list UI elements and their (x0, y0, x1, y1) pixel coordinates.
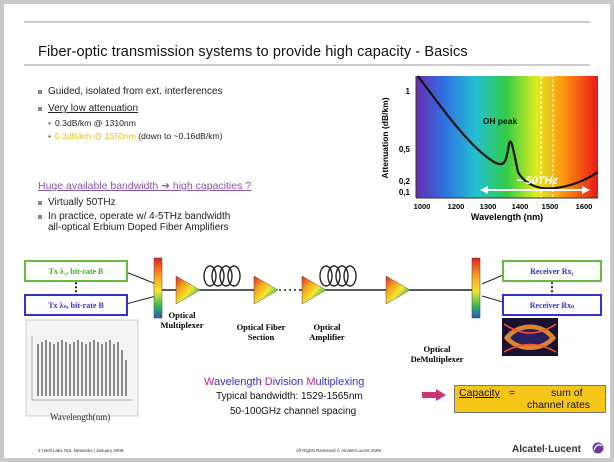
wdm-w: W (204, 376, 214, 388)
practice-line1: In practice, operate w/ 4-5THz bandwidth (48, 211, 231, 222)
oh-peak-label: OH peak (483, 116, 518, 126)
xtick-1000: 1000 (414, 202, 431, 211)
bullet-50thz: Virtually 50THz (38, 197, 358, 208)
ytick-01: 0,1 (399, 188, 411, 197)
thz-arrow-left (480, 186, 488, 194)
amp-triangle-2 (253, 275, 279, 305)
sub-bullet-1550: 0.2dB/km @ 1550nm (down to ~0.16dB/km) (48, 131, 348, 141)
tx1-line (125, 271, 157, 285)
fiber-coil-2 (319, 265, 357, 287)
demux-block (471, 257, 481, 319)
rx1-box: Receiver Rx₁ (502, 260, 602, 282)
amp-triangle-1 (175, 275, 201, 305)
txn-label: Tx λₙ, bit-rate B (48, 300, 104, 310)
capacity-label: Capacity (459, 387, 500, 399)
sub-1550-rest: (down to ~0.16dB/km) (135, 131, 223, 141)
bullet-guided: Guided, isolated from ext. interferences (38, 86, 348, 97)
ytick-1: 1 (406, 87, 411, 96)
xtick-1200: 1200 (448, 202, 465, 211)
eye-diagram-image (502, 318, 558, 356)
alcatel-lucent-logo: Alcatel·Lucent (512, 444, 581, 455)
tx1-box: Tx λ₁, bit-rate B (24, 260, 128, 282)
xaxis-label: Wavelength (nm) (471, 212, 543, 222)
rx-dots: ⋮ (546, 280, 558, 294)
slide: Fiber-optic transmission systems to prov… (4, 4, 610, 458)
amp-label-line1: Optical (313, 322, 341, 332)
slide-title: Fiber-optic transmission systems to prov… (38, 44, 468, 60)
header-rule (24, 21, 590, 23)
mux-label: Optical Multiplexer (154, 310, 210, 330)
ytick-05: 0,5 (399, 145, 411, 154)
huge-bandwidth-heading: Huge available bandwidth ➔ high capaciti… (38, 180, 252, 192)
mux-block (153, 257, 163, 319)
alcatel-lucent-icon (592, 442, 604, 454)
mux-label-line1: Optical (168, 310, 196, 320)
attenuation-curve (417, 75, 599, 190)
wdm-ultiplexing: ultiplexing (315, 376, 365, 388)
bullet-list: Guided, isolated from ext. interferences… (38, 86, 348, 146)
sub-bullet-1310: 0.3dB/km @ 1310nm (48, 118, 348, 128)
amp-triangle-3 (301, 275, 327, 305)
wdm-m: M (306, 376, 316, 388)
arrow-right-icon (422, 389, 446, 401)
sub-1550-yellow: 0.2dB/km @ 1550nm (55, 131, 136, 141)
txn-box: Tx λₙ, bit-rate B (24, 294, 128, 316)
wdm-bandwidth: Typical bandwidth: 1529-1565nm (216, 391, 363, 402)
bullet-attenuation: Very low attenuation (38, 103, 348, 114)
capacity-rest1: sum of (551, 387, 583, 399)
rxn-box: Receiver Rxₙ (502, 294, 602, 316)
fiber-coil-1 (203, 265, 241, 287)
wdm-diagram (125, 257, 511, 319)
wdm-heading: Wavelength Division Multiplexing (204, 376, 364, 388)
capacity-eq: = (509, 387, 516, 399)
footer-left: 3 | Bell Labs Opt. Networks | January 20… (38, 448, 124, 453)
fiber-label-line1: Optical Fiber (236, 322, 286, 332)
amp-label: Optical Amplifier (302, 322, 352, 342)
capacity-box: Capacity = sum of channel rates (454, 385, 606, 413)
bullet-practice: In practice, operate w/ 4-5THz bandwidth… (38, 211, 358, 233)
txn-line (125, 295, 157, 305)
attenuation-text: Very low attenuation (48, 103, 139, 114)
tx1-label: Tx λ₁, bit-rate B (48, 266, 104, 276)
fiber-label: Optical Fiber Section (228, 322, 294, 342)
amp-triangle-4 (385, 275, 411, 305)
xtick-1600: 1600 (576, 202, 593, 211)
rxn-label: Receiver Rxₙ (529, 300, 575, 310)
yaxis-label: Attenuation (dB/km) (380, 97, 390, 178)
rx1-label: Receiver Rx₁ (530, 266, 574, 276)
wdm-spacing: 50-100GHz channel spacing (230, 406, 357, 417)
demux-label: Optical DeMultiplexer (406, 344, 468, 364)
practice-line2: all-optical Erbium Doped Fiber Amplifier… (48, 222, 229, 233)
wdm-d: D (264, 376, 273, 388)
xtick-1300: 1300 (480, 202, 497, 211)
spectrum-scope-image (25, 319, 139, 417)
attenuation-graph: OH peak ~ 50THz 1 0,5 0,2 0,1 1000 1200 … (380, 75, 599, 222)
footer-copyright: All Rights Reserved © Alcatel-Lucent 200… (296, 448, 381, 453)
wdm-ivision: ivision (272, 376, 307, 388)
capacity-rest2: channel rates (527, 399, 591, 411)
title-rule (24, 64, 590, 66)
wavelength-caption: Wavelength(nm) (50, 412, 111, 422)
xtick-1400: 1400 (512, 202, 529, 211)
tx-dots: ⋮ (70, 280, 82, 294)
demux-label-line2: DeMultiplexer (410, 354, 464, 364)
fiber-label-line2: Section (247, 332, 275, 342)
xtick-1500: 1500 (542, 202, 559, 211)
spectrum-background (416, 76, 598, 198)
thz-arrow-right (582, 186, 590, 194)
wdm-avelength: avelength (213, 376, 265, 388)
mux-label-line2: Multiplexer (160, 320, 204, 330)
ytick-02: 0,2 (399, 177, 411, 186)
thz-label: ~ 50THz (516, 175, 558, 187)
demux-label-line1: Optical (423, 344, 451, 354)
bullet-list-2: Virtually 50THz In practice, operate w/ … (38, 197, 358, 233)
amp-label-line2: Amplifier (309, 332, 345, 342)
